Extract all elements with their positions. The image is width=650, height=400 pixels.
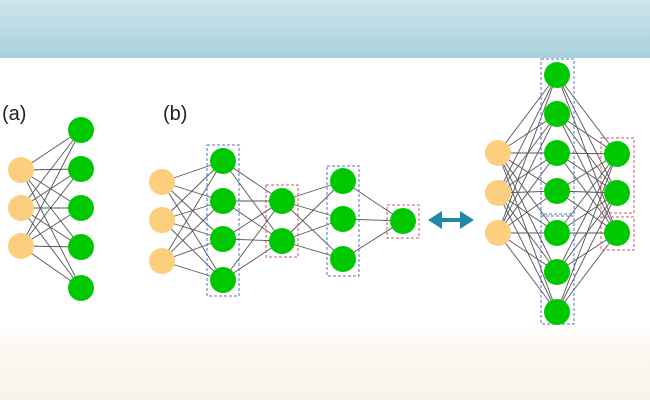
net-b-equiv-neuron-node [544, 140, 570, 166]
header-band [0, 0, 650, 58]
net-b-input-node [149, 169, 175, 195]
net-a-edge [20, 169, 82, 289]
net-b-input-node [149, 248, 175, 274]
group-box-layer-3 [326, 165, 360, 277]
group-box-out-upper [600, 137, 635, 214]
group-boxes-layer [206, 58, 635, 325]
net-b-edge [161, 160, 224, 262]
group-box-layer-4 [386, 204, 420, 239]
net-a-neuron-node [68, 275, 94, 301]
net-a-neuron-node [68, 234, 94, 260]
net-b-neuron-node [269, 228, 295, 254]
net-b-equiv-edge [556, 153, 618, 313]
net-a-input-node [8, 195, 34, 221]
net-b-equiv-edge [556, 232, 618, 313]
net-b-equiv-neuron-node [544, 62, 570, 88]
net-b-equiv-neuron-node [604, 180, 630, 206]
arrow-head-left [428, 211, 442, 229]
net-b-equiv-input-node [485, 140, 511, 166]
net-b-equiv-neuron-node [604, 220, 630, 246]
net-b-equiv-neuron-node [544, 220, 570, 246]
net-a-input-node [8, 233, 34, 259]
net-b-neuron-node [330, 168, 356, 194]
net-b-equiv-input-node [485, 220, 511, 246]
footer-band [0, 322, 650, 400]
net-a-edge [20, 129, 82, 247]
group-box-layer-1 [206, 144, 240, 297]
net-b-equiv-edge [497, 74, 558, 234]
net-a-edge [20, 207, 82, 289]
label-panel-b: (b) [163, 103, 188, 125]
net-a-neuron-node [68, 156, 94, 182]
group-box-out-lower [600, 216, 635, 251]
net-b-edge [222, 200, 283, 281]
net-a-edge [20, 129, 82, 209]
net-b-edge [281, 180, 344, 242]
net-b-neuron-node [390, 208, 416, 234]
net-b-input-node [149, 207, 175, 233]
net-a-edge [20, 168, 82, 247]
net-b-equiv-edge [497, 74, 558, 194]
net-b-neuron-node [330, 246, 356, 272]
net-b-neuron-node [330, 206, 356, 232]
net-b-equiv-edge [497, 152, 558, 234]
net-b-equiv-edge [497, 232, 558, 313]
net-b-equiv-neuron-node [604, 141, 630, 167]
net-b-equiv-neuron-node [544, 259, 570, 285]
group-box-layer-2 [265, 184, 299, 258]
net-b-equiv-neuron-node [544, 178, 570, 204]
edges-layer [20, 74, 618, 313]
net-b-equiv-edge [556, 153, 618, 273]
net-a-neuron-node [68, 117, 94, 143]
net-a-edge [20, 169, 82, 248]
double-headed-arrow-icon [428, 211, 474, 229]
group-box-wide-upper [540, 58, 575, 215]
net-a-neuron-node [68, 195, 94, 221]
net-b-neuron-node [210, 148, 236, 174]
net-b-equiv-edge [497, 113, 558, 234]
net-b-equiv-neuron-node [544, 101, 570, 127]
net-a-input-node [8, 157, 34, 183]
net-b-neuron-node [210, 267, 236, 293]
net-b-neuron-node [210, 226, 236, 252]
net-b-equiv-input-node [485, 180, 511, 206]
net-b-neuron-node [269, 188, 295, 214]
net-b-equiv-edge [556, 74, 618, 155]
net-b-equiv-edge [556, 153, 618, 234]
net-b-neuron-node [210, 188, 236, 214]
net-b-equiv-neuron-node [544, 299, 570, 325]
label-panel-a: (a) [2, 103, 27, 125]
net-b-equiv-edge [497, 74, 558, 154]
nodes-layer [8, 62, 630, 325]
net-b-equiv-edge [556, 192, 618, 313]
net-b-edge [161, 200, 224, 262]
arrow-head-right [460, 211, 474, 229]
net-b-edge [161, 160, 224, 221]
